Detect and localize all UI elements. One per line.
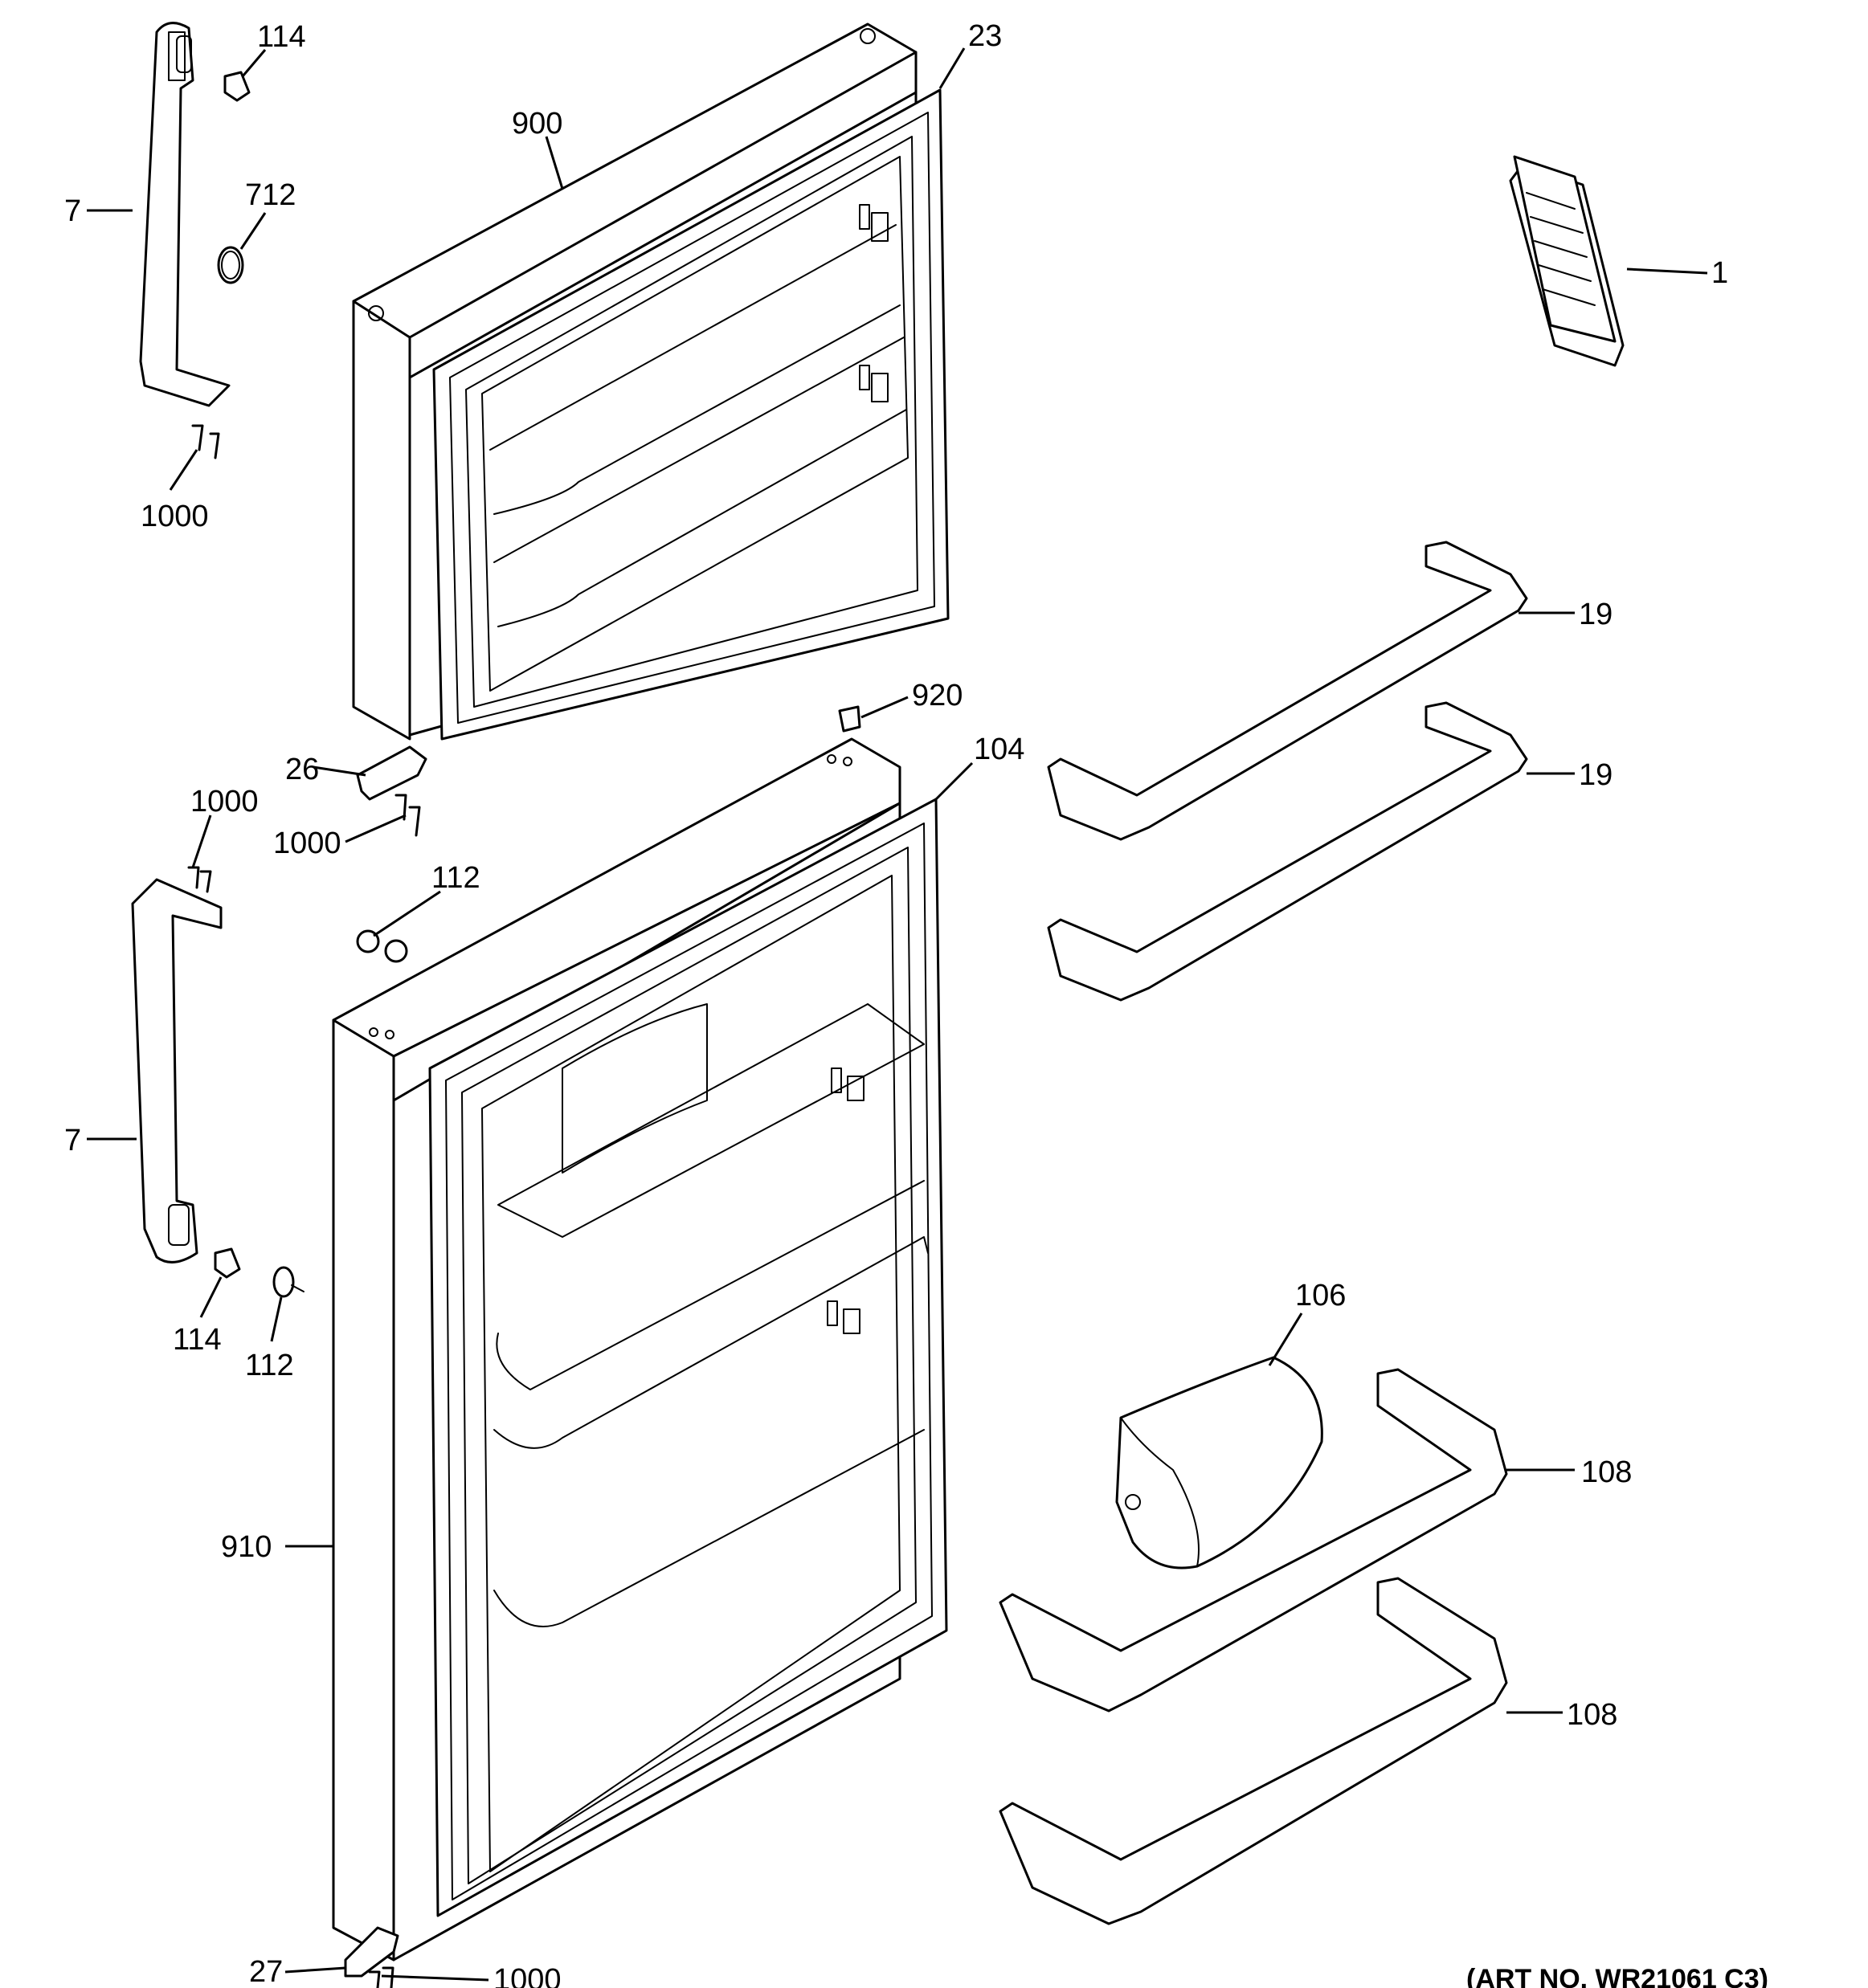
label-hinge-top: 26 (285, 753, 319, 786)
label-freezer-gasket: 23 (968, 19, 1002, 53)
hinge-top (356, 745, 427, 801)
plug-top (223, 71, 251, 102)
washer-bottom (272, 1266, 305, 1298)
label-handle-top: 7 (64, 194, 81, 228)
bin-upper-2 (1047, 701, 1528, 1002)
fresh-food-liner (481, 875, 929, 1872)
screws-bottom (368, 1966, 394, 1988)
bin-lower-1 (999, 1368, 1508, 1712)
screws-handle-bottom (187, 866, 212, 893)
label-screw-hinge-a: 1000 (190, 785, 259, 818)
label-bin-upper-2: 19 (1579, 758, 1613, 792)
ring (217, 246, 244, 284)
label-plug-bottom: 114 (173, 1323, 222, 1357)
label-hinge-bottom: 27 (249, 1955, 283, 1988)
plug-bottom (214, 1247, 241, 1279)
label-manual: 1 (1711, 256, 1728, 290)
label-ring: 712 (245, 178, 296, 212)
label-fresh-gasket: 104 (974, 733, 1024, 766)
label-plug-top: 114 (257, 20, 306, 54)
hinge-bottom (344, 1926, 399, 1978)
label-freezer-door: 900 (512, 107, 562, 141)
label-bin-lower-1: 108 (1581, 1455, 1632, 1489)
label-screws-bottom: 1000 (493, 1963, 562, 1988)
bin-lower-2 (999, 1577, 1508, 1925)
label-fresh-door: 910 (221, 1530, 272, 1564)
screws-top (191, 424, 220, 459)
manual (1509, 155, 1625, 367)
label-bin-upper-1: 19 (1579, 598, 1613, 631)
label-dairy-cover: 106 (1295, 1279, 1346, 1312)
leader-lines (87, 47, 1708, 1982)
freezer-liner (481, 156, 909, 692)
label-cap: 920 (912, 679, 963, 712)
label-washer-bottom: 112 (245, 1349, 294, 1382)
handle-top (139, 22, 231, 407)
handle-bottom (131, 878, 223, 1263)
label-screws-top: 1000 (141, 500, 209, 533)
cap (838, 705, 861, 733)
label-handle-bottom: 7 (64, 1124, 81, 1157)
bin-upper-1 (1047, 541, 1528, 841)
art-number: (ART NO. WR21061 C3) (1466, 1964, 1768, 1988)
label-bin-lower-2: 108 (1567, 1698, 1617, 1732)
dairy-cover (1115, 1356, 1323, 1570)
screws-hinge (394, 794, 421, 837)
callout-labels: 7 114 712 1000 900 23 1 19 19 920 26 100… (64, 19, 1768, 1988)
freezer-gasket (432, 88, 950, 741)
washers-top (356, 929, 408, 963)
label-washers-top: 112 (431, 861, 480, 895)
fresh-food-gasket (428, 798, 948, 1917)
label-screw-hinge-b: 1000 (273, 827, 341, 860)
